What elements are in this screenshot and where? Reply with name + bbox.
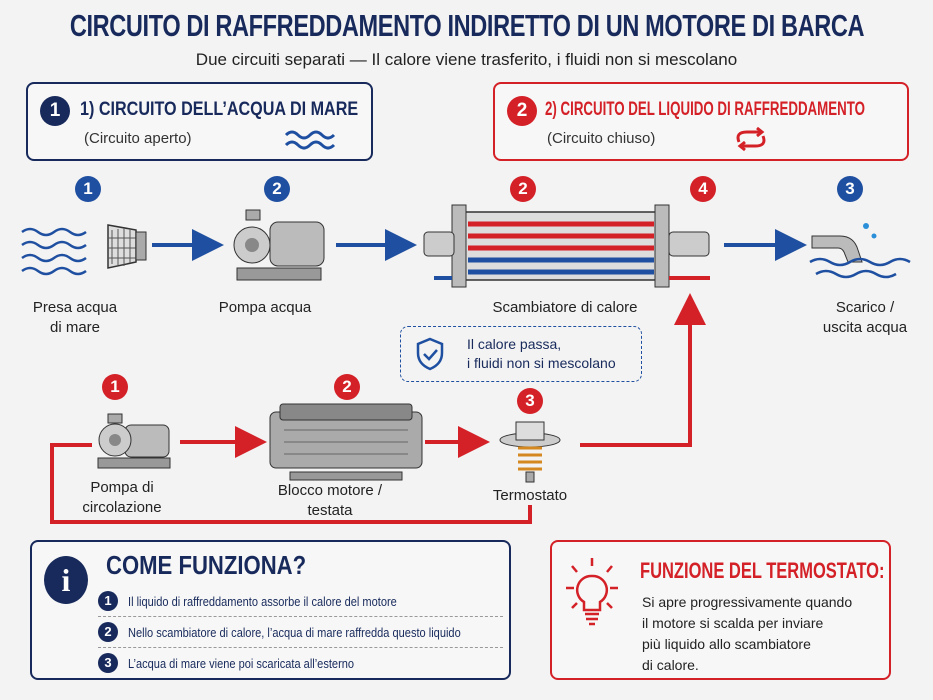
circuit-subtitle: (Circuito chiuso)	[547, 130, 656, 147]
thermostat-function-box: FUNZIONE DEL TERMOSTATO: Si apre progres…	[550, 540, 891, 680]
engine-block-label: Blocco motore /testata	[277, 482, 383, 519]
heat-exchanger-label: Scambiatore di calore	[492, 299, 638, 316]
circuit-badge: 2	[507, 96, 537, 126]
water-pump-label: Pompa acqua	[218, 299, 312, 316]
page-subtitle: Due circuiti separati — Il calore viene …	[195, 50, 738, 69]
water-outlet-icon	[809, 223, 911, 279]
engine-block-icon	[269, 403, 423, 481]
thermostat-title: FUNZIONE DEL TERMOSTATO:	[640, 558, 885, 583]
cycle-icon	[736, 126, 766, 152]
info-icon: i	[44, 556, 88, 604]
waves-icon	[284, 130, 336, 150]
circuit-title: 1) CIRCUITO DELL’ACQUA DI MARE	[80, 99, 359, 120]
circuit-title: 2) CIRCUITO DEL LIQUIDO DI RAFFREDDAMENT…	[545, 99, 865, 120]
step-badge: 3	[517, 388, 543, 414]
heat-transfer-note: Il calore passa, i fluidi non si mescola…	[400, 326, 642, 382]
step-badge: 3	[837, 176, 863, 202]
lightbulb-icon	[566, 558, 618, 626]
sea-intake-icon	[21, 224, 147, 276]
step-badge: 2	[334, 374, 360, 400]
sea-water-circuit-box: 1 1) CIRCUITO DELL’ACQUA DI MARE (Circui…	[26, 82, 373, 161]
step-badge: 2	[510, 176, 536, 202]
step-badge: 4	[690, 176, 716, 202]
page-title: CIRCUITO DI RAFFREDDAMENTO INDIRETTO DI …	[69, 8, 864, 43]
circulation-pump-icon	[97, 413, 171, 469]
note-line: Il calore passa,	[467, 336, 562, 352]
coolant-loop	[50, 293, 706, 524]
water-pump-icon	[233, 209, 325, 281]
return-pipe	[50, 443, 532, 524]
coolant-circuit-box: 2 2) CIRCUITO DEL LIQUIDO DI RAFFREDDAME…	[493, 82, 909, 161]
arrow	[580, 293, 706, 447]
how-title: COME FUNZIONA?	[106, 550, 307, 580]
outlet-label: Scarico /uscita acqua	[822, 299, 908, 336]
shield-check-icon	[416, 337, 444, 371]
heat-exchanger-icon	[423, 204, 710, 288]
circuit-subtitle: (Circuito aperto)	[84, 130, 192, 147]
note-line: i fluidi non si mescolano	[467, 355, 616, 371]
step-badge: 1	[75, 176, 101, 202]
thermostat-icon	[499, 421, 561, 483]
step-badge: 1	[102, 374, 128, 400]
circuit-badge: 1	[40, 96, 70, 126]
step-badge: 2	[264, 176, 290, 202]
thermostat-label: Termostato	[492, 487, 568, 504]
